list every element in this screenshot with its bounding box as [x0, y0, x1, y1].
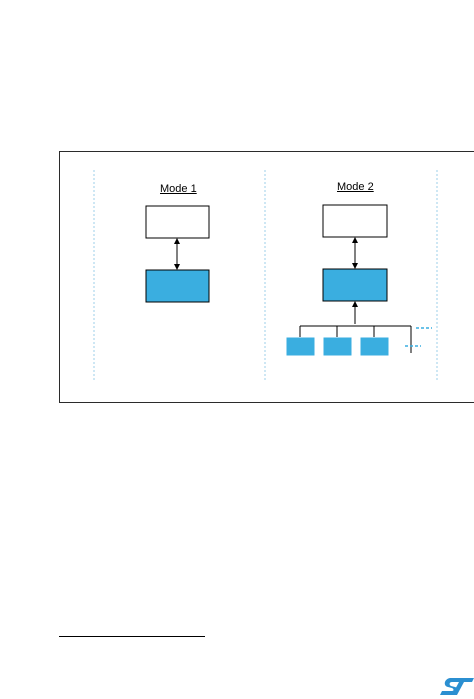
footnote-rule: [59, 636, 205, 637]
st-logo-icon: [440, 678, 474, 695]
mode2-slave-box-1: [286, 337, 315, 356]
figure-frame: [59, 151, 474, 403]
mode1-bottom-box: [145, 269, 210, 303]
mode2-slave-box-2: [323, 337, 352, 356]
mode2-slave-box-3: [360, 337, 389, 356]
mode1-top-box: [145, 205, 210, 239]
mode2-middle-box: [322, 268, 388, 302]
mode2-top-box: [322, 204, 388, 238]
mode2-title: Mode 2: [337, 181, 374, 193]
mode1-title: Mode 1: [160, 183, 197, 195]
